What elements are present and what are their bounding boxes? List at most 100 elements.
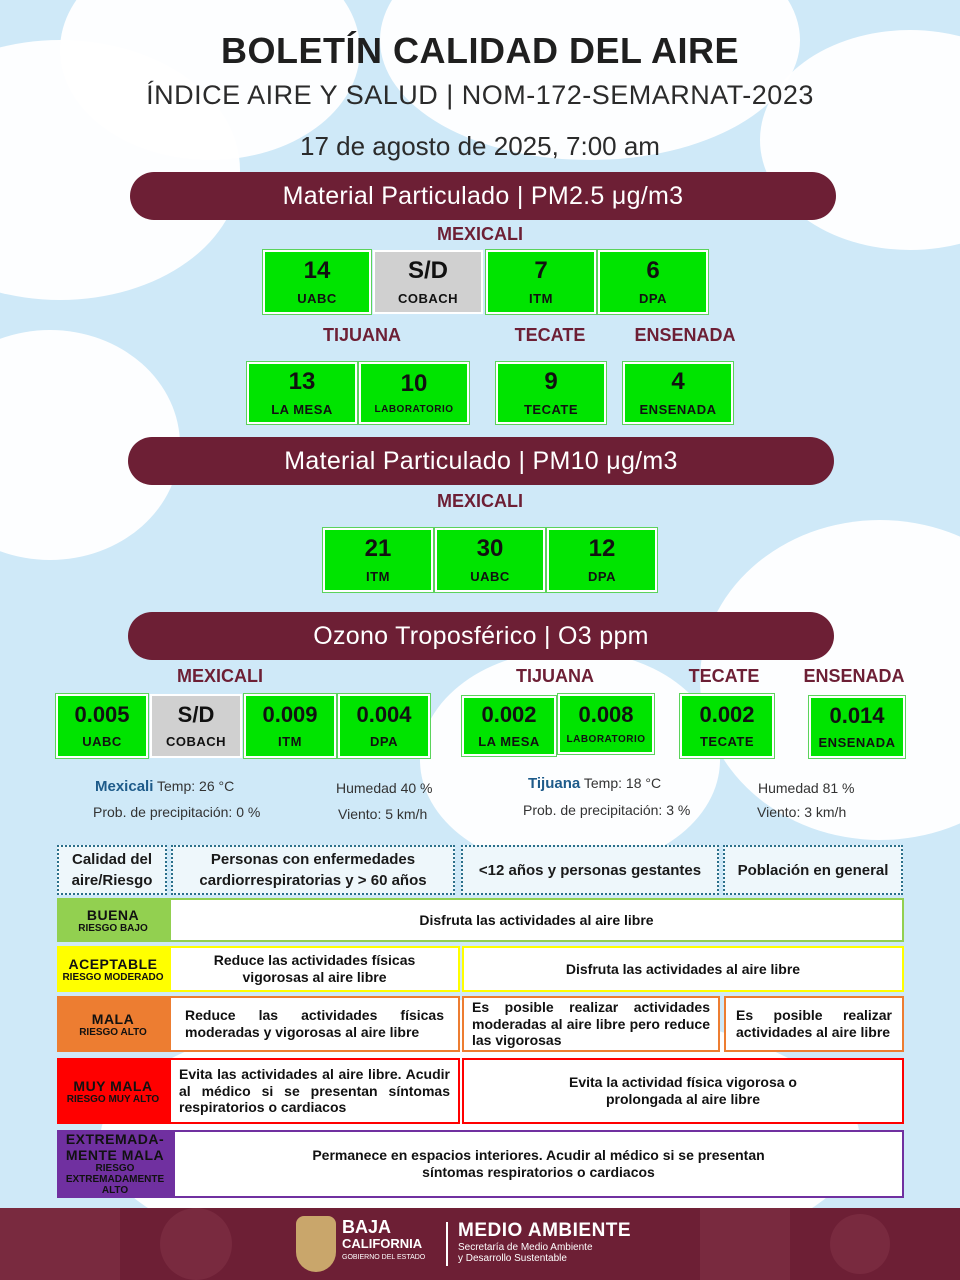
pm25-tecate-label: TECATE	[514, 325, 586, 345]
reading-value: 10	[400, 369, 428, 397]
mala-general-recommendation: Es posible realizar actividades al aire …	[724, 996, 904, 1052]
extremadamente-mala-recommendation: Permanece en espacios interiores. Acudir…	[173, 1130, 904, 1198]
weather-tijuana-wind: Viento: 3 km/h	[757, 804, 847, 820]
table-header-children: <12 años y personas gestantes	[461, 845, 719, 895]
pm10-mexicali-label: MEXICALI	[436, 491, 523, 511]
dept-name: MEDIO AMBIENTE	[458, 1220, 632, 1241]
level-risk: RIESGO EXTREMADAMENTE ALTO	[65, 1162, 165, 1196]
state-name-line1: BAJA	[342, 1217, 392, 1237]
weather-mexicali-precip: Prob. de precipitación: 0 %	[93, 804, 261, 820]
pm25-tijuana-lamesa-card: 13 LA MESA	[247, 362, 357, 424]
state-seal-icon	[296, 1216, 336, 1272]
pm25-mexicali-itm-card: 7 ITM	[486, 250, 596, 314]
page-title: BOLETÍN CALIDAD DEL AIRE	[220, 30, 739, 71]
dept-sub-line1: Secretaría de Medio Ambiente	[458, 1242, 593, 1253]
pm25-mexicali-label: MEXICALI	[436, 224, 523, 244]
station-label: TECATE	[699, 733, 755, 749]
o3-mexicali-cobach-card: S/D COBACH	[150, 694, 242, 758]
pm10-mexicali-dpa-card: 12 DPA	[547, 528, 657, 592]
reading-value: 9	[544, 367, 558, 395]
level-risk: RIESGO ALTO	[79, 1026, 147, 1038]
station-label: COBACH	[165, 733, 227, 749]
aceptable-rest-recommendation: Disfruta las actividades al aire libre	[462, 946, 904, 992]
station-label: ENSENADA	[639, 401, 717, 417]
o3-mexicali-uabc-card: 0.005 UABC	[56, 694, 148, 758]
station-label: ITM	[278, 733, 302, 749]
mala-children-recommendation: Es posible realizar actividades moderada…	[462, 996, 720, 1052]
pm10-mexicali-uabc-card: 30 UABC	[435, 528, 545, 592]
reading-value: 0.002	[481, 701, 537, 727]
reading-value: 13	[288, 367, 316, 395]
level-name: MALA	[91, 1010, 135, 1027]
level-name: MUY MALA	[73, 1077, 153, 1094]
reading-value: S/D	[407, 256, 448, 284]
reading-value: 0.014	[829, 702, 885, 728]
mala-sensitive-recommendation: Reduce las actividades físicas moderadas…	[169, 996, 460, 1052]
pm25-mexicali-dpa-card: 6 DPA	[598, 250, 708, 314]
state-name-line2: CALIFORNIA	[342, 1236, 423, 1251]
o3-mexicali-dpa-card: 0.004 DPA	[338, 694, 430, 758]
pm25-mexicali-uabc-card: 14 UABC	[263, 250, 371, 314]
muy-mala-rest-recommendation: Evita la actividad física vigorosa o pro…	[462, 1058, 904, 1124]
level-extremadamente-mala: EXTREMADA-MENTE MALA RIESGO EXTREMADAMEN…	[57, 1130, 173, 1198]
weather-tijuana-temp: Tijuana Temp: 18 °C	[528, 775, 661, 792]
o3-banner: Ozono Troposférico | O3 ppm	[128, 612, 834, 660]
reading-value: 0.009	[262, 701, 318, 727]
reading-value: 12	[588, 534, 616, 562]
reading-value: 4	[671, 367, 685, 395]
footer: BAJA CALIFORNIA GOBIERNO DEL ESTADO MEDI…	[0, 1208, 960, 1280]
reading-value: 0.002	[699, 701, 755, 727]
level-muy-mala: MUY MALA RIESGO MUY ALTO	[57, 1058, 169, 1124]
level-name: EXTREMADA-MENTE MALA	[65, 1131, 165, 1163]
station-label: ENSENADA	[818, 734, 896, 750]
table-header-quality: Calidad del aire/Riesgo	[57, 845, 167, 895]
pm25-tecate-card: 9 TECATE	[496, 362, 606, 424]
pm10-banner: Material Particulado | PM10 μg/m3	[128, 437, 834, 485]
station-label: UABC	[82, 733, 122, 749]
level-risk: RIESGO MODERADO	[62, 971, 164, 983]
weather-mexicali-humidity: Humedad 40 %	[336, 780, 433, 796]
o3-tecate-label: TECATE	[688, 666, 760, 686]
muy-mala-sensitive-recommendation: Evita las actividades al aire libre. Acu…	[169, 1058, 460, 1124]
state-name-line3: GOBIERNO DEL ESTADO	[342, 1254, 426, 1261]
dept-logo: MEDIO AMBIENTE Secretaría de Medio Ambie…	[458, 1220, 631, 1264]
reading-value: 21	[364, 534, 392, 562]
level-buena: BUENA RIESGO BAJO	[57, 898, 169, 942]
level-risk: RIESGO BAJO	[78, 922, 148, 934]
pm25-tijuana-laboratorio-card: 10 LABORATORIO	[359, 362, 469, 424]
station-label: TECATE	[523, 401, 579, 417]
temperature-text: Temp: 26 °C	[157, 778, 235, 794]
state-logo: BAJA CALIFORNIA GOBIERNO DEL ESTADO	[342, 1218, 425, 1261]
footer-divider	[446, 1222, 448, 1266]
station-label: LABORATORIO	[374, 403, 454, 415]
pm25-ensenada-card: 4 ENSENADA	[623, 362, 733, 424]
o3-ensenada-label: ENSENADA	[803, 666, 905, 686]
table-header-sensitive: Personas con enfermedades cardiorrespira…	[171, 845, 455, 895]
station-label: ITM	[366, 568, 390, 584]
o3-mexicali-label: MEXICALI	[176, 666, 263, 686]
station-label: COBACH	[397, 290, 459, 306]
weather-tijuana-humidity: Humedad 81 %	[758, 780, 855, 796]
o3-tecate-card: 0.002 TECATE	[680, 694, 774, 758]
reading-value: 0.004	[356, 701, 412, 727]
weather-city-label: Tijuana	[528, 775, 581, 792]
weather-mexicali-wind: Viento: 5 km/h	[338, 806, 428, 822]
station-label: LABORATORIO	[566, 733, 646, 745]
reading-value: 0.005	[74, 701, 130, 727]
pm10-mexicali-itm-card: 21 ITM	[323, 528, 433, 592]
temperature-text: Temp: 18 °C	[583, 775, 662, 791]
weather-tijuana-precip: Prob. de precipitación: 3 %	[523, 802, 691, 818]
weather-mexicali-temp: Mexicali Temp: 26 °C	[95, 778, 234, 795]
page-subtitle: ÍNDICE AIRE Y SALUD | NOM-172-SEMARNAT-2…	[146, 80, 814, 110]
pm25-ensenada-label: ENSENADA	[634, 325, 736, 345]
level-aceptable: ACEPTABLE RIESGO MODERADO	[57, 946, 169, 992]
pm25-banner: Material Particulado | PM2.5 μg/m3	[130, 172, 836, 220]
o3-mexicali-itm-card: 0.009 ITM	[244, 694, 336, 758]
table-header-general: Población en general	[723, 845, 903, 895]
level-name: BUENA	[86, 906, 140, 923]
reading-value: 14	[303, 256, 331, 284]
station-label: LA MESA	[478, 733, 540, 749]
station-label: UABC	[470, 568, 510, 584]
reading-value: S/D	[177, 701, 215, 727]
station-label: DPA	[370, 733, 398, 749]
